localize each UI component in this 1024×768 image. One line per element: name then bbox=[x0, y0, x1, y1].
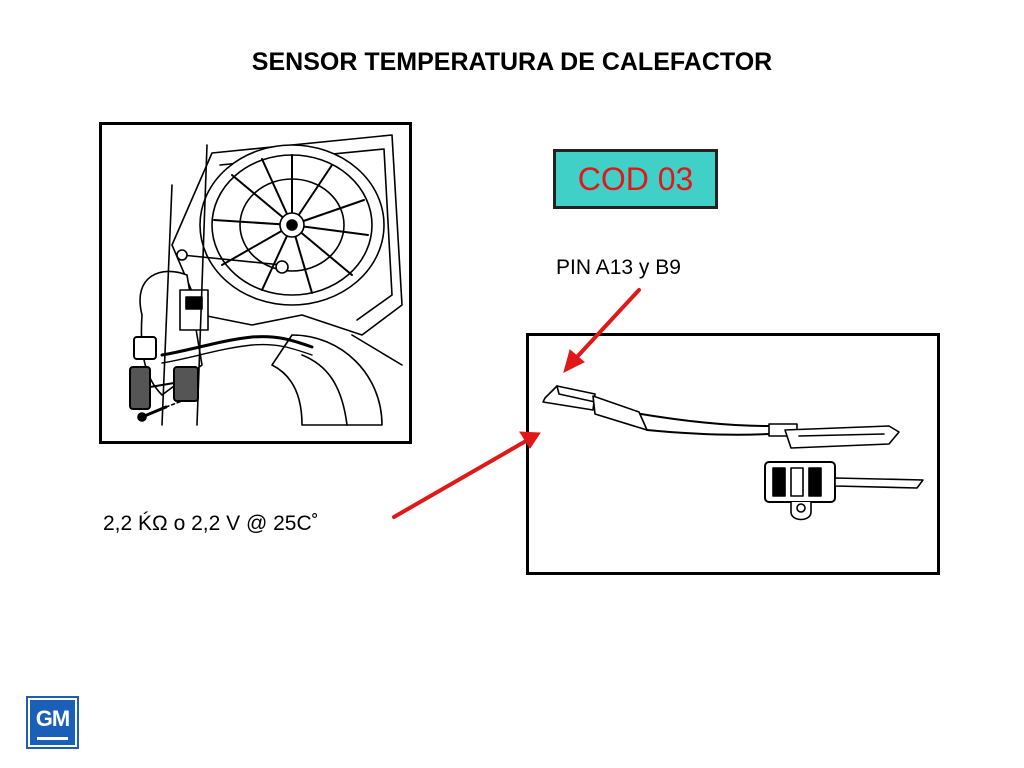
resistance-spec-label: 2,2 ḰΩ o 2,2 V @ 25C˚ bbox=[103, 512, 319, 535]
code-badge: COD 03 bbox=[553, 149, 718, 209]
pin-label: PIN A13 y B9 bbox=[556, 256, 681, 279]
gm-logo-text: GM bbox=[35, 706, 70, 731]
sensor-closeup-drawing bbox=[542, 385, 924, 521]
gm-logo-underline bbox=[37, 737, 68, 740]
blower-assembly-image bbox=[99, 122, 412, 444]
blower-assembly-drawing bbox=[129, 134, 403, 426]
spec-arrow bbox=[392, 439, 528, 519]
sensor-closeup-image bbox=[526, 333, 940, 575]
gm-logo: GM bbox=[26, 696, 79, 749]
page-title: SENSOR TEMPERATURA DE CALEFACTOR bbox=[251, 48, 773, 76]
